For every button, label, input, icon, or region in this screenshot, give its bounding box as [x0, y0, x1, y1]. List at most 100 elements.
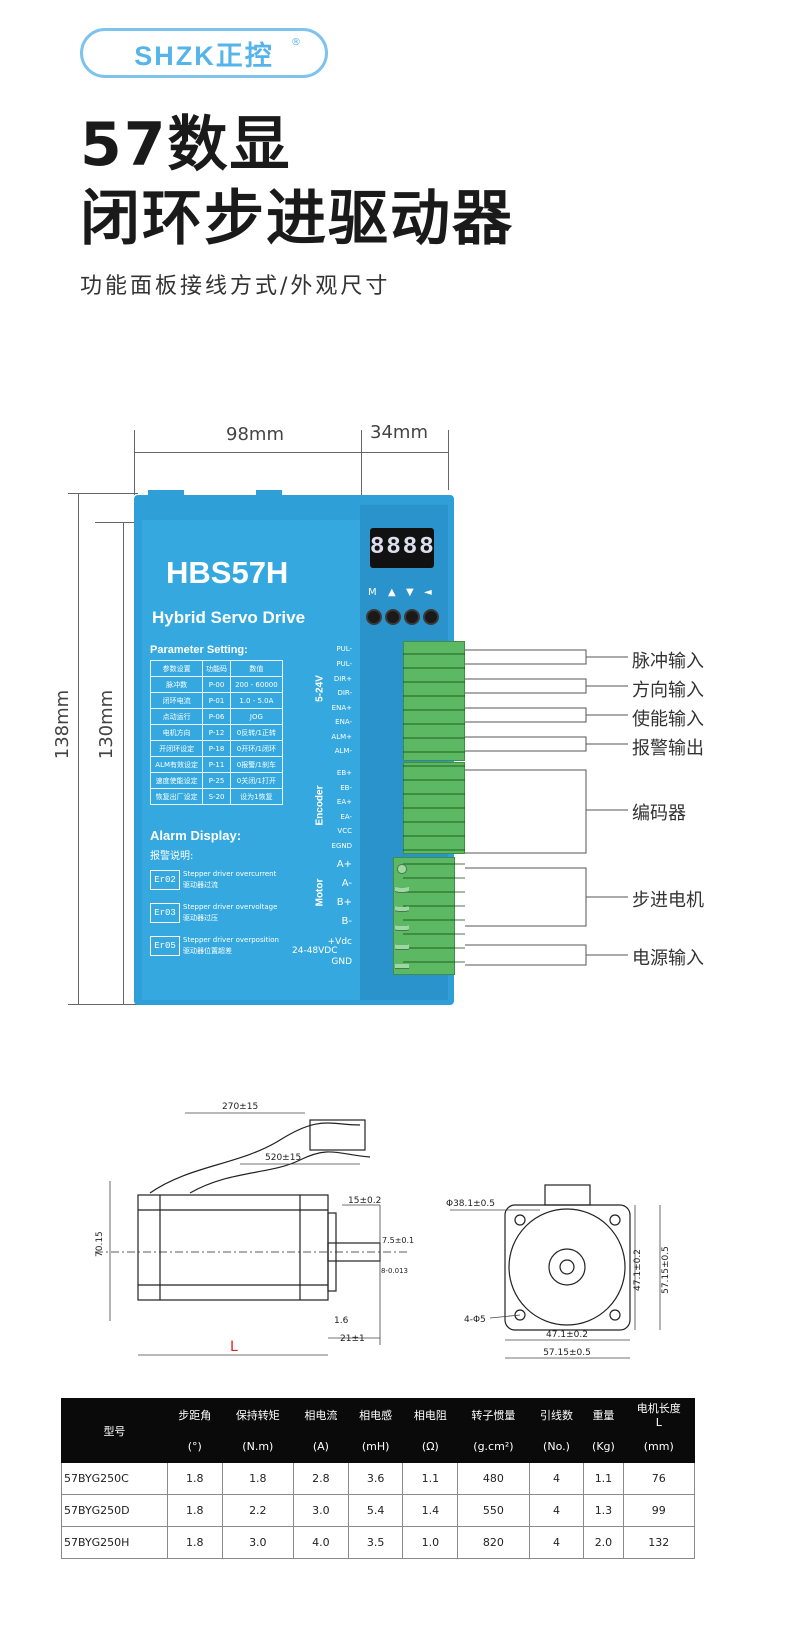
dim-body-height: 70.15 [95, 1231, 105, 1257]
alarm-code: Er03 [150, 903, 180, 923]
button-label-down: ▼ [406, 587, 414, 598]
spec-cell: 480 [457, 1462, 530, 1495]
alarm-code: Er05 [150, 936, 180, 956]
callout-encoder: 编码器 [632, 803, 686, 824]
pin-label: VCC [337, 827, 352, 835]
pin-label: A- [341, 878, 352, 889]
spec-cell: 1.4 [402, 1494, 459, 1527]
param-cell: 0反转/1正转 [229, 724, 284, 741]
spec-cell: 132 [622, 1526, 696, 1559]
motor-terminal-screws [395, 860, 409, 972]
param-cell: P-12 [202, 724, 231, 741]
spec-cell: 1.3 [583, 1494, 624, 1527]
pin-label: PUL- [336, 660, 352, 668]
driver-type: Hybrid Servo Drive [152, 608, 306, 627]
title-line-1: 57数显 [80, 110, 292, 180]
up-button[interactable] [385, 609, 401, 625]
spec-header: 步距角 [166, 1398, 223, 1431]
spec-unit: (g.cm²) [457, 1430, 530, 1463]
param-cell: P-00 [202, 676, 231, 693]
alarm-desc-en: Stepper driver overcurrent [183, 870, 277, 878]
spec-row: 57BYG250H 1.8 3.0 4.0 3.5 1.0 820 4 2.0 … [61, 1526, 696, 1559]
spec-cell: 3.5 [347, 1526, 404, 1559]
spec-header: 转子惯量 [457, 1398, 530, 1431]
alarm-item: Er05 Stepper driver overposition 驱动器位置超差 [150, 936, 290, 958]
spec-cell: 2.0 [583, 1526, 624, 1559]
alarm-item: Er03 Stepper driver overvoltage 驱动器过压 [150, 903, 290, 925]
spec-cell: 1.8 [221, 1462, 295, 1495]
dim-cable-520: 520±15 [265, 1153, 301, 1163]
pin-label: GND [331, 957, 352, 967]
title-line-2: 闭环步进驱动器 [80, 184, 514, 254]
logo-registered-mark: ® [291, 37, 301, 48]
mode-button[interactable] [366, 609, 382, 625]
param-cell: 点动运行 [149, 708, 204, 725]
spec-unit-row: (°) (N.m) (A) (mH) (Ω) (g.cm²) (No.) (Kg… [62, 1430, 696, 1463]
callout-stepper-motor: 步进电机 [632, 890, 704, 911]
spec-cell: 2.2 [221, 1494, 295, 1527]
spec-cell: 4 [528, 1462, 585, 1495]
param-cell: P-25 [202, 772, 231, 789]
down-button[interactable] [404, 609, 420, 625]
dim-extension-left [134, 430, 135, 495]
callout-direction-input: 方向输入 [632, 680, 704, 701]
alarm-heading: Alarm Display: [150, 828, 242, 843]
param-cell: 开闭环设定 [149, 740, 204, 757]
dim-hole-pitch-h: 47.1±0.2 [546, 1330, 588, 1340]
param-cell: 0开环/1闭环 [229, 740, 284, 757]
param-cell: 闭环电流 [149, 692, 204, 709]
button-label-m: M [368, 587, 377, 598]
pin-label: B+ [336, 897, 352, 908]
dim-pilot-dia: Φ38.1±0.5 [446, 1199, 495, 1209]
spec-cell: 1.8 [166, 1526, 223, 1559]
param-cell: P-18 [202, 740, 231, 757]
spec-header: 保持转矩 [221, 1398, 295, 1431]
alarm-item: Er02 Stepper driver overcurrent 驱动器过流 [150, 870, 290, 892]
shift-button[interactable] [423, 609, 439, 625]
dim-shaft-flat: 7.5±0.1 [382, 1236, 414, 1245]
spec-unit: (A) [293, 1430, 349, 1463]
alarm-desc-en: Stepper driver overposition [183, 936, 279, 944]
spec-header-length-name: 电机长度 [636, 1402, 681, 1415]
dim-ext-top-inner [95, 522, 140, 523]
spec-header: 相电阻 [402, 1398, 459, 1431]
pin-label: ENA+ [331, 704, 352, 712]
dim-hole-pitch-v: 47.1±0.2 [633, 1249, 643, 1291]
spec-header: 相电流 [293, 1398, 349, 1431]
motor-side-view-drawing: 270±15 520±15 15±0.2 7.5±0.1 8-0.013 70.… [95, 1102, 414, 1356]
callout-lines [465, 649, 628, 966]
spec-cell: 1.8 [166, 1494, 223, 1527]
driver-model: HBS57H [166, 555, 289, 590]
pin-label: EA- [340, 813, 352, 821]
param-cell: S-20 [202, 788, 231, 805]
spec-cell: 1.8 [166, 1462, 223, 1495]
spec-header: 引线数 [528, 1398, 585, 1431]
button-label-left: ◄ [424, 587, 432, 598]
spec-cell: 4.0 [293, 1526, 349, 1559]
param-cell: 0关闭/1打开 [229, 772, 284, 789]
encoder-section-label: Encoder [314, 785, 326, 826]
spec-header: 相电感 [347, 1398, 404, 1431]
button-label-up: ▲ [388, 587, 396, 598]
power-voltage-label: 24-48VDC [292, 946, 338, 956]
spec-header-row: 型号 步距角 保持转矩 相电流 相电感 相电阻 转子惯量 引线数 重量 电机长度… [61, 1398, 696, 1463]
param-header: 功能码 [202, 660, 231, 677]
spec-unit: (No.) [528, 1430, 585, 1463]
spec-header-model: 型号 [61, 1398, 168, 1463]
subtitle: 功能面板接线方式/外观尺寸 [80, 274, 391, 299]
param-header: 数值 [229, 660, 284, 677]
pin-label: EB- [340, 784, 352, 792]
dim-cable-270: 270±15 [222, 1102, 258, 1112]
spec-unit: (mm) [622, 1430, 696, 1463]
dim-length-l: L [230, 1339, 238, 1355]
spec-cell: 2.8 [293, 1462, 349, 1495]
pin-label: DIR- [337, 689, 352, 697]
signal-terminal-block [403, 641, 465, 761]
dim-line-height-outer [78, 493, 79, 1004]
spec-header: 重量 [583, 1398, 624, 1431]
